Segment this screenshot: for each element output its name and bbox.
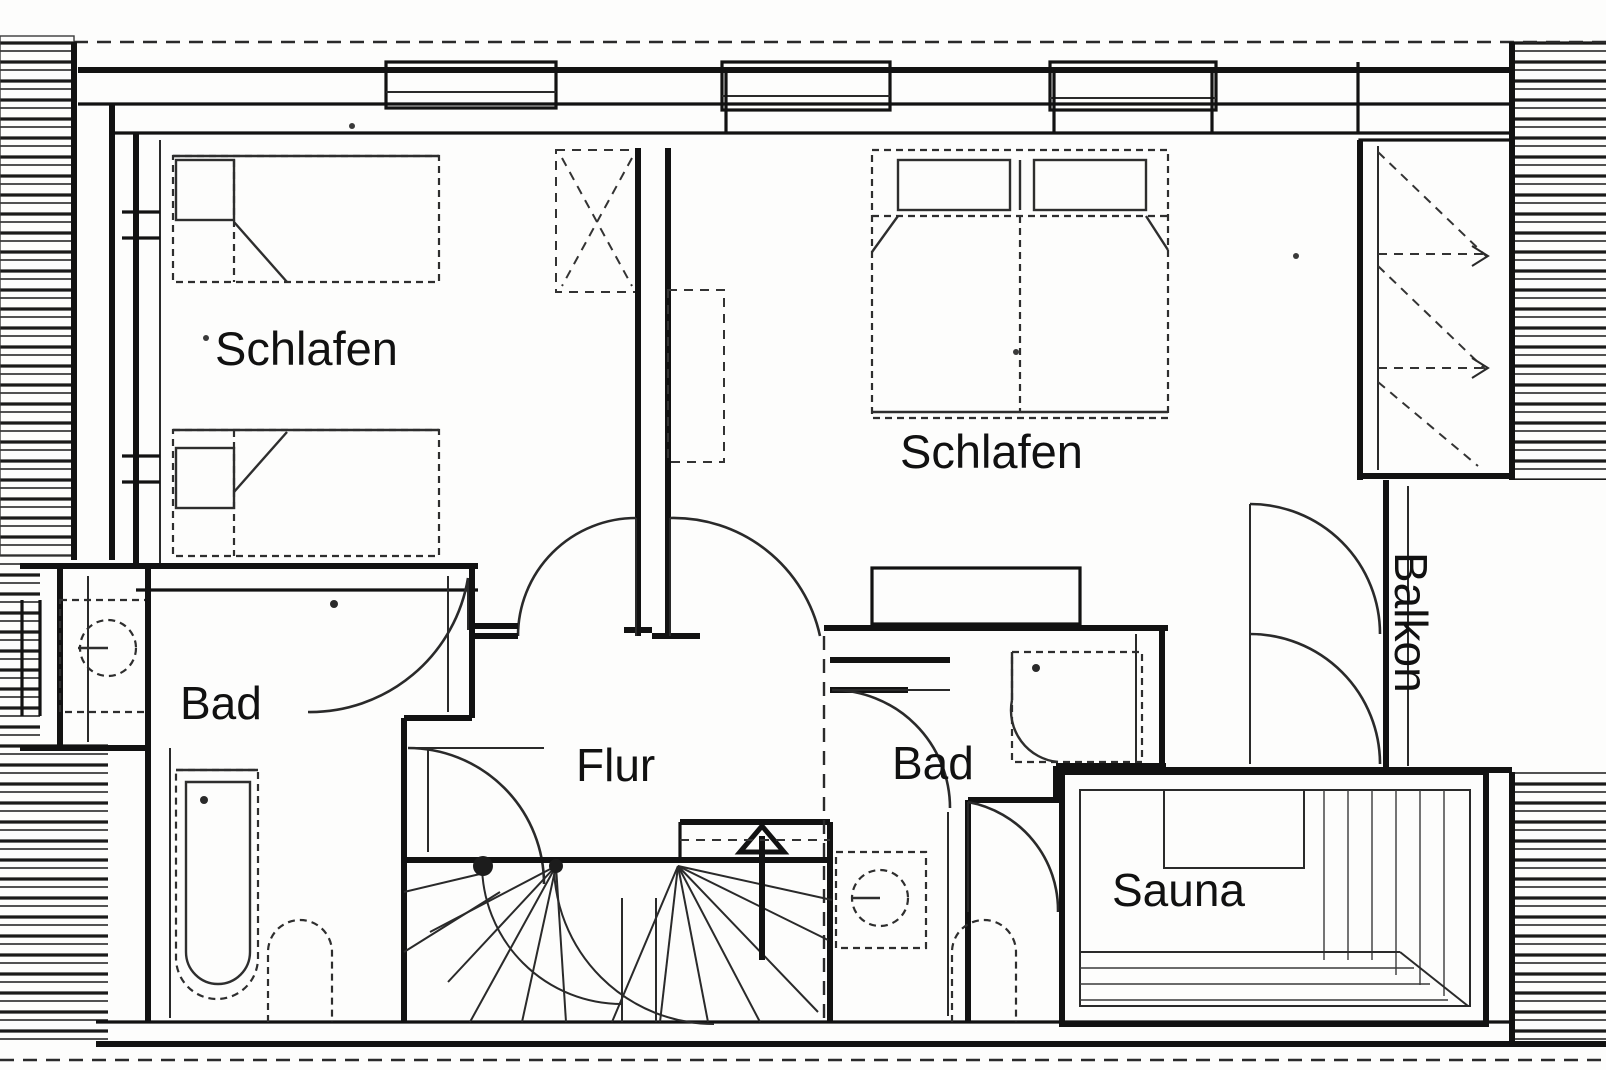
room-schlafen-right xyxy=(824,148,1170,770)
balkon-area xyxy=(1066,138,1514,773)
door-bad-left-hall xyxy=(407,746,546,885)
window-balkon-sliding xyxy=(1377,151,1490,467)
wardrobe-center xyxy=(555,149,641,293)
room-label-bad-left: Bad xyxy=(180,677,262,729)
roof-hatching-right xyxy=(1510,40,1606,1042)
winder-stair xyxy=(403,819,833,1025)
room-label-schlafen-right: Schlafen xyxy=(900,425,1083,478)
room-label-flur: Flur xyxy=(576,739,656,791)
toilet-left xyxy=(266,918,334,1022)
dormer-window-top-2 xyxy=(720,60,892,133)
room-label-balkon: Balkon xyxy=(1385,552,1437,693)
door-flur-schlafen-right xyxy=(669,516,822,637)
sink-right xyxy=(850,868,910,928)
room-schlafen-left xyxy=(60,133,478,592)
toilet-right xyxy=(950,918,1018,1022)
shower-right xyxy=(1009,650,1144,764)
single-bed-lower xyxy=(171,428,441,558)
door-sauna xyxy=(967,800,1060,913)
door-bad-right xyxy=(831,688,952,809)
sauna-bench-vertical xyxy=(1323,790,1445,996)
sink-left xyxy=(78,618,138,678)
room-bad-right xyxy=(822,636,1166,1022)
center-partition xyxy=(555,148,725,639)
room-sauna xyxy=(1059,769,1489,1027)
sauna-bench-horizontal xyxy=(1080,951,1448,1001)
annotation-ticks xyxy=(200,123,1299,804)
roof-hatching-left xyxy=(0,35,108,1044)
room-bad-left xyxy=(20,563,546,1022)
outer-walls xyxy=(0,40,1606,1062)
double-bed xyxy=(870,148,1170,420)
door-bad-left xyxy=(307,577,500,714)
room-label-sauna: Sauna xyxy=(1112,864,1246,916)
door-balkon xyxy=(1249,502,1382,765)
stair-direction-arrow xyxy=(734,822,790,960)
bathtub-left xyxy=(174,768,260,1001)
door-flur-schlafen-left xyxy=(500,516,637,639)
single-bed-upper xyxy=(171,154,441,284)
room-label-schlafen-left: Schlafen xyxy=(215,322,398,375)
dormer-window-top-1 xyxy=(384,60,558,110)
dormer-window-top-3 xyxy=(1048,60,1218,133)
room-label-bad-right: Bad xyxy=(892,737,974,789)
